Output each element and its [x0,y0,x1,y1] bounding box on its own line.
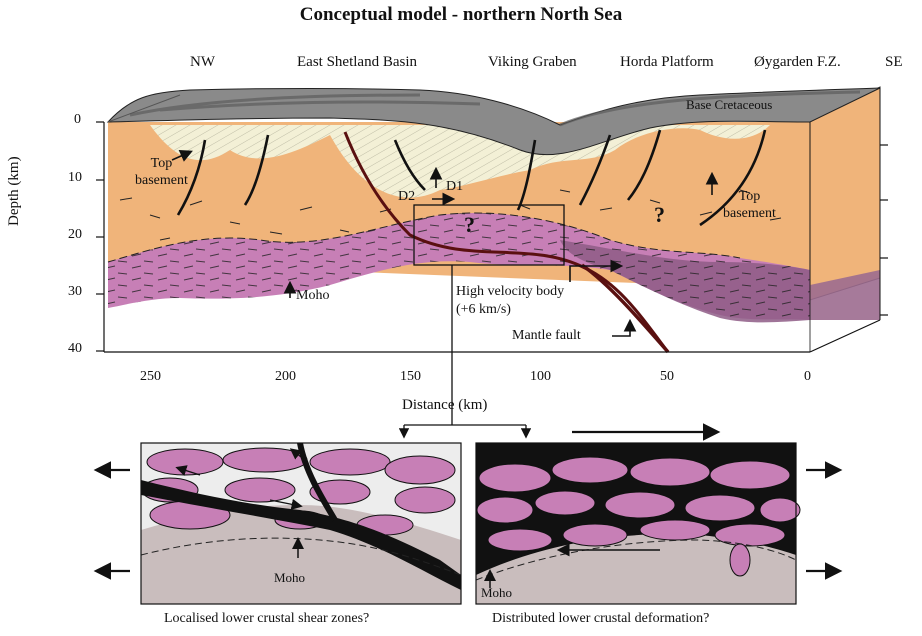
inset-1-caption: Localised lower crustal shear zones? [164,611,370,626]
block-side-face [809,86,881,301]
annotation-arrows [171,150,719,337]
x-tick-50: 50 [660,369,674,384]
cretaceous-cover [106,87,881,156]
x-tick-150: 150 [400,369,421,384]
inset-distributed [475,442,801,605]
region-label-east-shetland-basin: East Shetland Basin [297,54,417,70]
major-faults [176,129,767,227]
y-tick-30: 30 [68,284,82,299]
diagram-title: Conceptual model - northern North Sea [299,4,623,25]
inset-2-caption: Distributed lower crustal deformation? [492,611,710,626]
question-mark-1: ? [464,212,475,237]
inset-localised [140,442,462,605]
question-mark-2: ? [654,202,665,227]
y-tick-20: 20 [68,227,82,242]
x-tick-200: 200 [275,369,296,384]
region-label-horda-platform: Horda Platform [620,54,714,70]
x-tick-100: 100 [530,369,551,384]
region-label-viking-graben: Viking Graben [488,54,577,70]
x-axis-title: Distance (km) [402,397,488,413]
inset-connector [398,204,565,439]
moho-label-main: Moho [296,288,330,303]
axes [96,88,888,353]
x-tick-0: 0 [804,369,811,384]
y-axis-title: Depth (km) [6,156,22,226]
region-label-oygarden-fz: Øygarden F.Z. [754,54,841,70]
mantle-fault-label: Mantle fault [512,328,581,343]
y-tick-10: 10 [68,170,82,185]
high-velocity-body-label: High velocity body(+6 km/s) [456,284,565,317]
region-label-nw: NW [190,54,215,70]
extension-arrows [93,423,843,580]
mantle-fault-line [343,131,670,353]
y-tick-0: 0 [74,112,81,127]
inset-2-moho-label: Moho [481,585,513,600]
region-label-se: SE [885,54,903,70]
d1-label: D1 [446,179,464,194]
d2-label: D2 [398,189,416,204]
inset-1-moho-label: Moho [274,570,306,585]
x-tick-250: 250 [140,369,161,384]
y-tick-40: 40 [68,341,82,356]
base-cretaceous-label: Base Cretaceous [686,97,773,112]
